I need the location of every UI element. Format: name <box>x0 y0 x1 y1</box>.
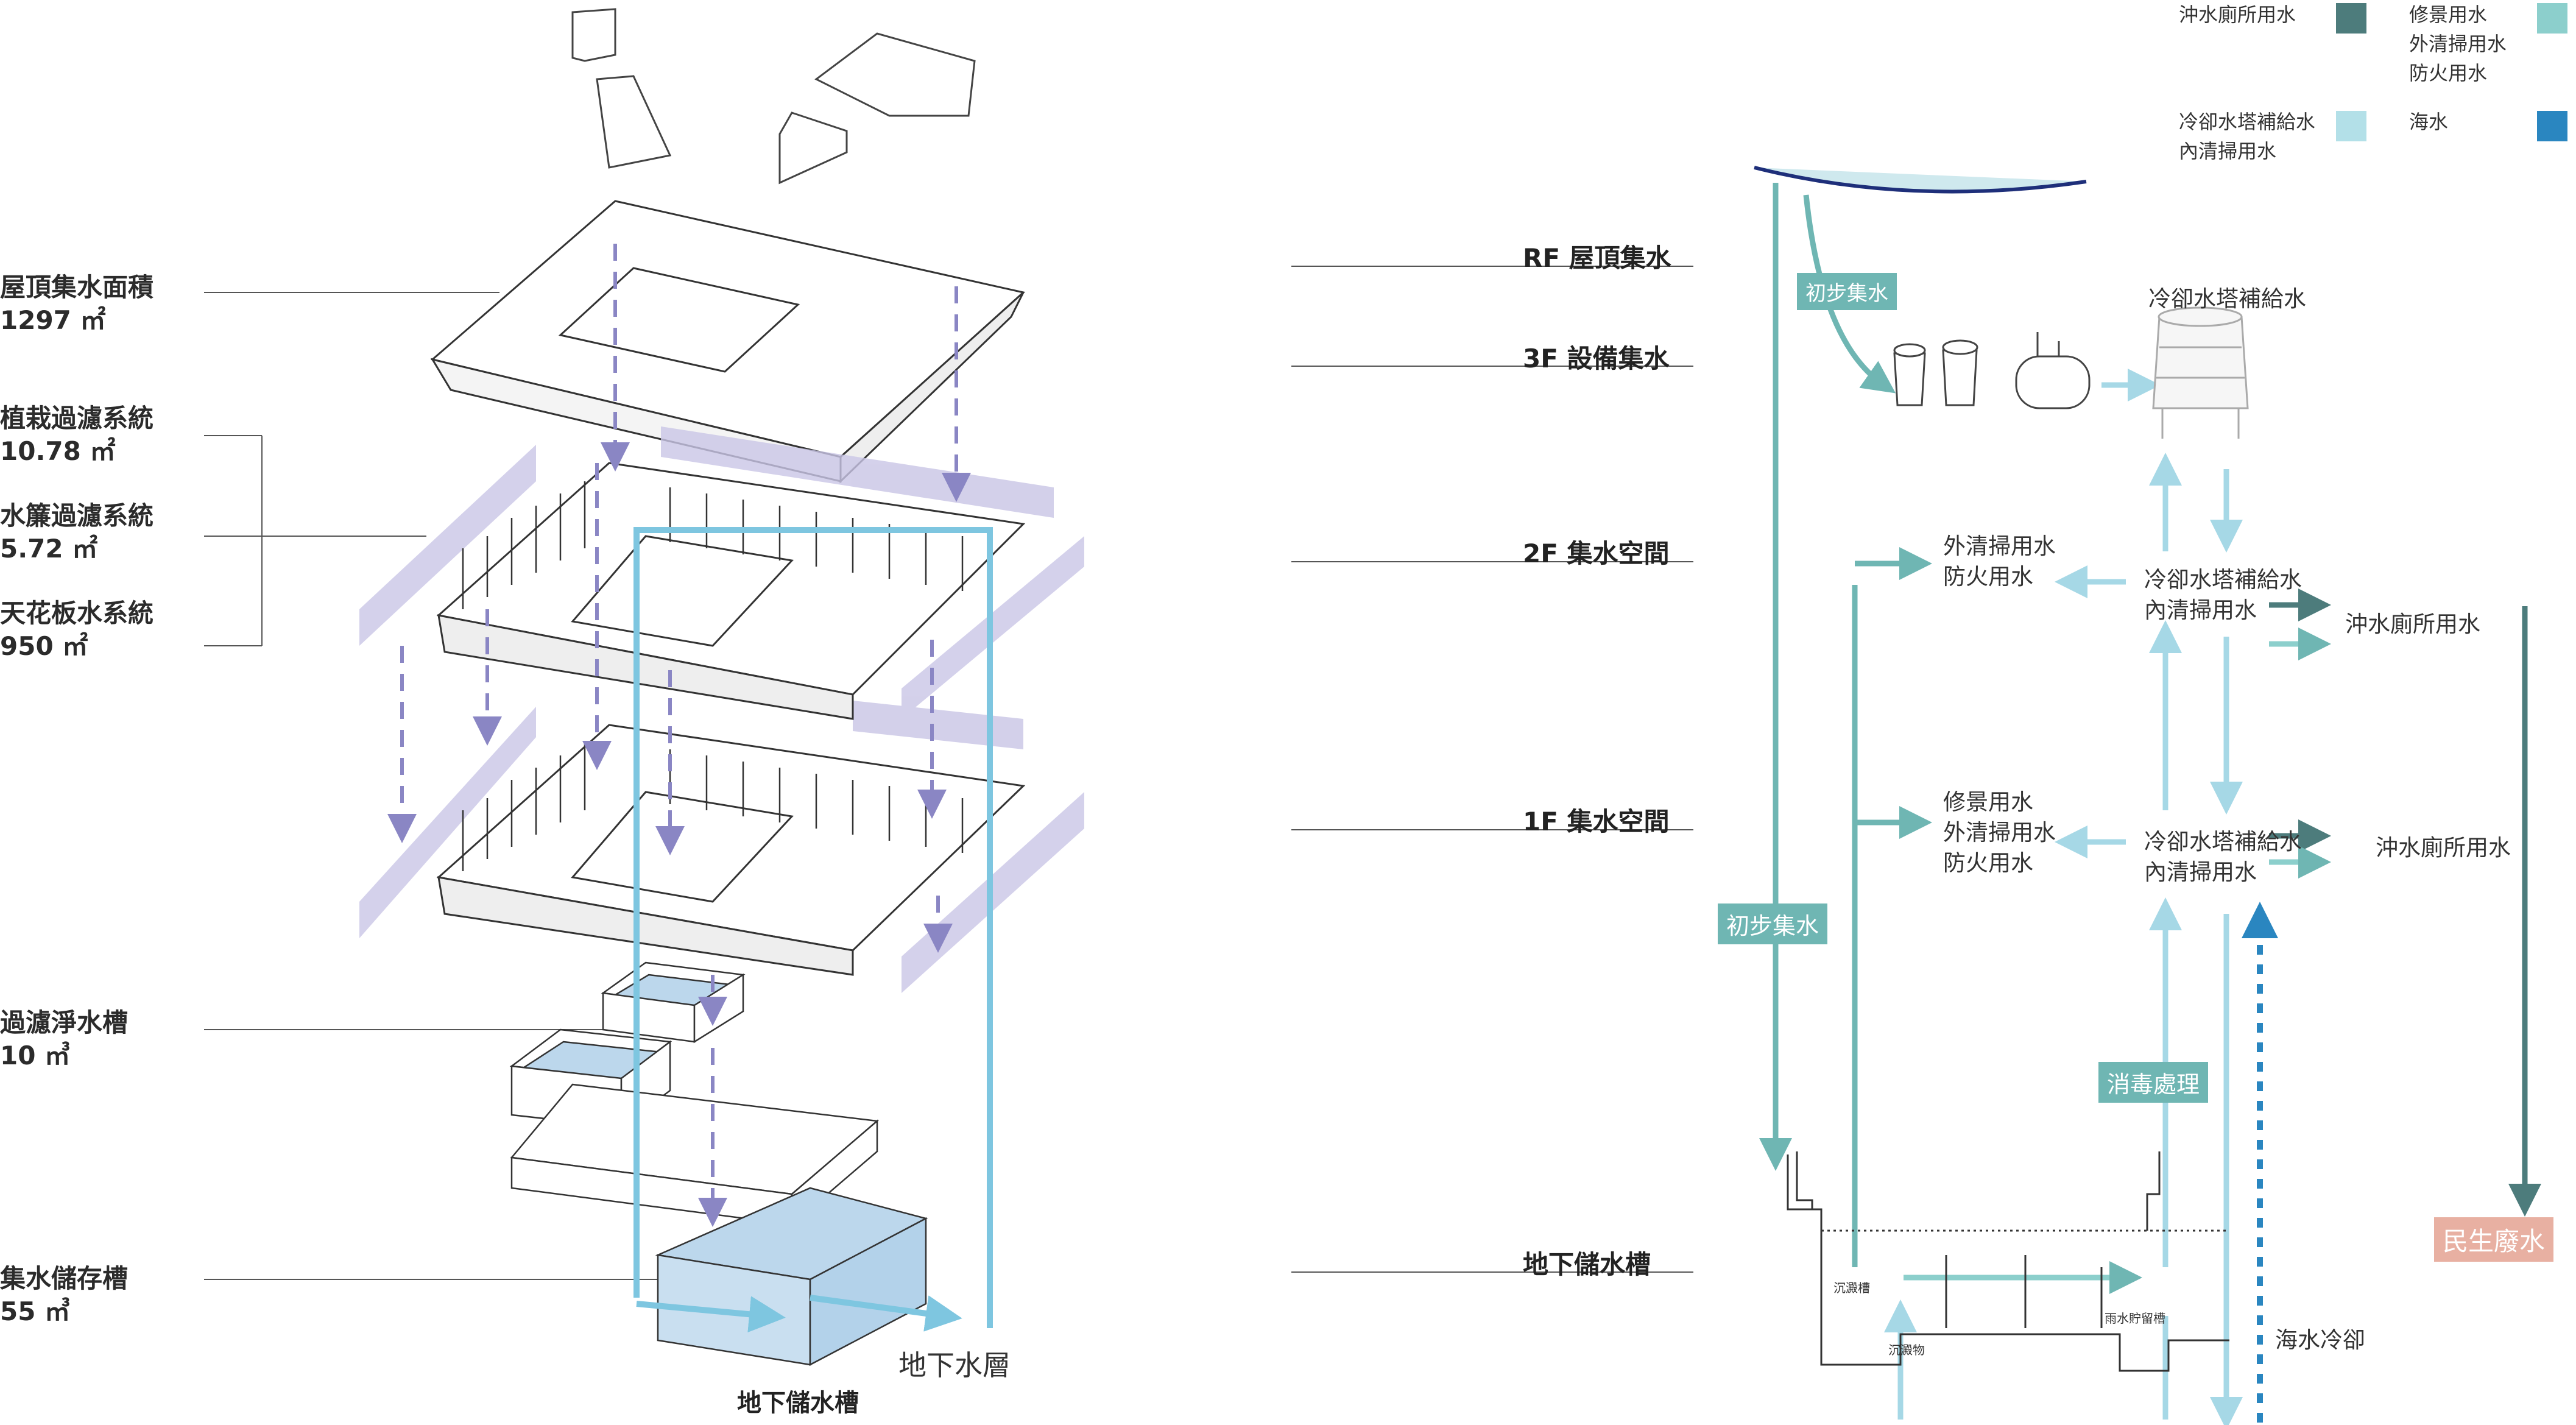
legend-line: 海水 <box>2409 110 2449 133</box>
label-value: 10 ㎥ <box>0 1041 71 1070</box>
floor-1f-columns <box>462 743 964 871</box>
filter-canisters <box>1893 332 2091 409</box>
label-title: 植栽過濾系統 <box>0 403 154 433</box>
label-title: 過濾淨水槽 <box>0 1008 129 1038</box>
flow-line: 冷卻水塔補給水 <box>2144 567 2302 593</box>
label-plant-filter: 植栽過濾系統 10.78 ㎡ <box>0 402 154 468</box>
label-title: 屋頂集水面積 <box>0 272 154 302</box>
label-value: 55 ㎥ <box>0 1296 71 1326</box>
text-1f-center: 冷卻水塔補給水 內清掃用水 <box>2144 827 2302 888</box>
text-2f-toilet: 沖水廁所用水 <box>2345 611 2480 637</box>
label-title: 集水儲存槽 <box>0 1264 129 1293</box>
roof-equipment <box>571 8 976 185</box>
legend-line: 外清掃用水 <box>2409 32 2507 55</box>
roof-gutter <box>1754 166 2087 194</box>
label-value: 10.78 ㎡ <box>0 436 116 466</box>
level-b1: 地下儲水槽 <box>1523 1250 1651 1279</box>
label-title: 天花板水系統 <box>0 598 154 628</box>
flow-line: 防火用水 <box>1943 850 2033 876</box>
level-rf: RF 屋頂集水 <box>1523 243 1671 273</box>
label-ceiling-water: 天花板水系統 950 ㎡ <box>0 597 154 663</box>
text-2f-left: 外清掃用水 防火用水 <box>1943 531 2056 592</box>
legend-swatch-cooling <box>2336 111 2366 141</box>
badge-wastewater: 民生廢水 <box>2434 1217 2554 1262</box>
legend-swatch-toilet <box>2336 3 2366 34</box>
label-title: 水簾過濾系統 <box>0 501 154 531</box>
label-bottom-tank: 地下儲水槽 <box>737 1389 859 1417</box>
badge-disinfection: 消毒處理 <box>2098 1062 2209 1103</box>
legend-seawater: 海水 <box>2409 107 2448 136</box>
text-seawater-cooling: 海水冷卻 <box>2275 1327 2365 1353</box>
level-1f: 1F 集水空間 <box>1523 807 1670 836</box>
storage-tank <box>510 1083 928 1367</box>
legend-landscape: 修景用水 外清掃用水 防火用水 <box>2409 0 2507 88</box>
label-groundwater: 地下水層 <box>898 1349 1011 1382</box>
legend-line: 防火用水 <box>2409 62 2488 85</box>
flow-line: 冷卻水塔補給水 <box>2144 829 2302 855</box>
floor-2f-columns <box>462 481 964 609</box>
legend-line: 冷卻水塔補給水 <box>2179 110 2316 133</box>
text-2f-center: 冷卻水塔補給水 內清掃用水 <box>2144 565 2302 626</box>
legend-swatch-landscape <box>2537 3 2567 34</box>
text-1f-toilet: 沖水廁所用水 <box>2376 835 2511 861</box>
legend-swatch-seawater <box>2537 111 2567 141</box>
rain-downflow-dashes <box>387 244 971 1227</box>
legend-toilet: 沖水廁所用水 <box>2179 0 2296 29</box>
underground-tank <box>1787 1151 2229 1372</box>
legend-line: 沖水廁所用水 <box>2179 3 2296 26</box>
leader-lines <box>204 292 658 1280</box>
legend-cooling: 冷卻水塔補給水 內清掃用水 <box>2179 107 2315 166</box>
label-filter-tank: 過濾淨水槽 10 ㎥ <box>0 1006 128 1072</box>
text-1f-left: 修景用水 外清掃用水 防火用水 <box>1943 787 2056 879</box>
tank-label-settling: 沉澱槽 <box>1833 1281 1870 1295</box>
label-value: 1297 ㎡ <box>0 305 106 335</box>
cooling-tower <box>2152 306 2249 439</box>
flow-line: 外清掃用水 <box>1943 819 2056 846</box>
level-3f: 3F 設備集水 <box>1523 344 1670 373</box>
label-curtain-filter: 水簾過濾系統 5.72 ㎡ <box>0 500 154 565</box>
supply-pipes <box>633 527 993 1333</box>
badge-initial-collection: 初步集水 <box>1718 903 1828 944</box>
filter-tank <box>601 961 746 1044</box>
legend-line: 修景用水 <box>2409 3 2488 26</box>
text-cooling-tower: 冷卻水塔補給水 <box>2148 286 2306 312</box>
exploded-axonometric <box>204 8 1084 1367</box>
flow-line: 防火用水 <box>1943 564 2033 590</box>
badge-initial-collection-small: 初步集水 <box>1797 273 1897 310</box>
flow-line: 修景用水 <box>1943 789 2033 815</box>
legend-line: 內清掃用水 <box>2179 140 2277 163</box>
tank-label-rain: 雨水貯留槽 <box>2105 1311 2165 1326</box>
label-value: 5.72 ㎡ <box>0 534 98 564</box>
label-roof-area: 屋頂集水面積 1297 ㎡ <box>0 271 154 337</box>
flow-line: 內清掃用水 <box>2144 859 2257 885</box>
label-value: 950 ㎡ <box>0 631 88 661</box>
flow-line: 內清掃用水 <box>2144 597 2257 623</box>
flow-line: 外清掃用水 <box>1943 533 2056 559</box>
level-2f: 2F 集水空間 <box>1523 539 1670 568</box>
label-storage-tank: 集水儲存槽 55 ㎥ <box>0 1262 128 1328</box>
tank-label-sediment: 沉澱物 <box>1888 1343 1925 1357</box>
